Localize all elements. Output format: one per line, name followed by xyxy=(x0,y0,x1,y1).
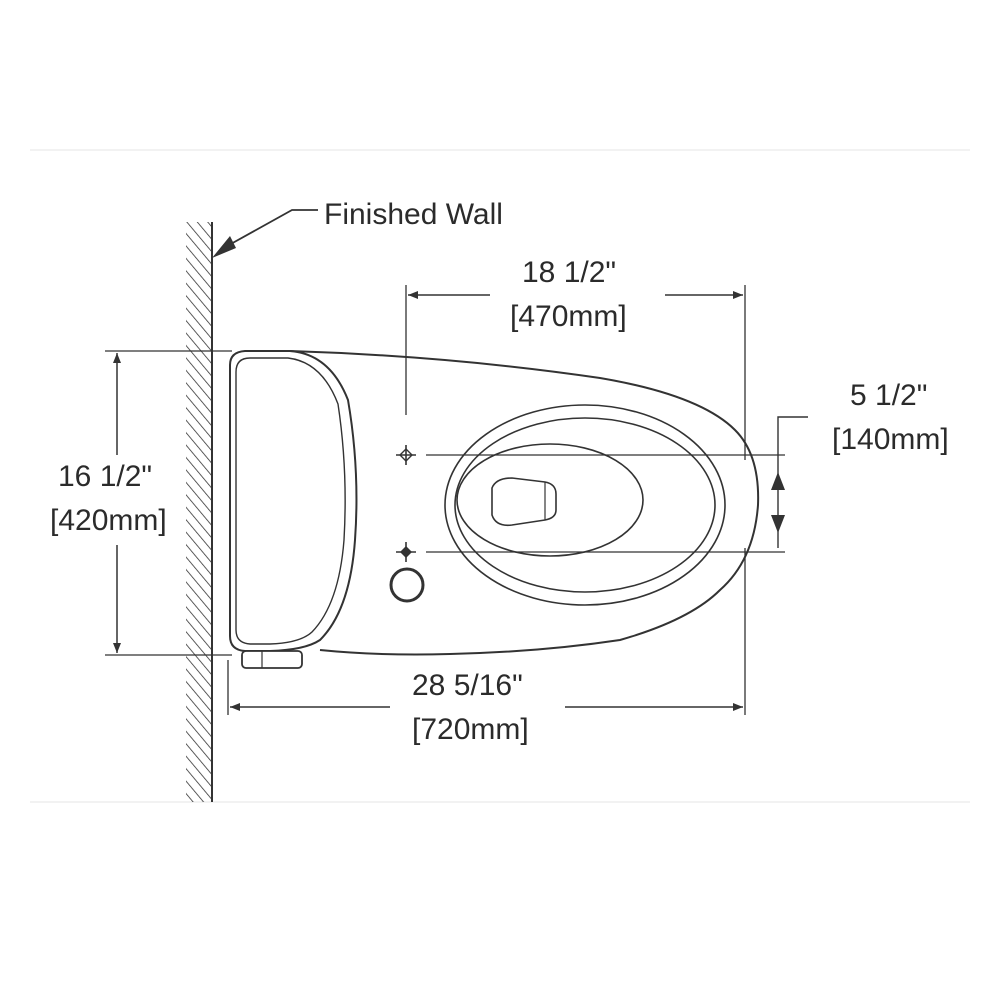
mounting-bolt-bottom xyxy=(396,542,416,562)
bowl-rim-inner xyxy=(454,417,716,593)
bolt-center-lines xyxy=(426,454,785,553)
trapway-outline xyxy=(491,477,557,527)
dim-bowl-depth xyxy=(405,285,746,460)
mounting-bolt-top xyxy=(396,445,416,465)
bowl-depth-metric: [470mm] xyxy=(510,300,627,333)
flush-button-icon xyxy=(389,567,425,603)
toilet-outline xyxy=(229,350,760,669)
dim-width xyxy=(105,350,232,656)
tank-outline xyxy=(229,350,358,652)
width-metric: [420mm] xyxy=(50,504,167,537)
finished-wall xyxy=(186,222,213,802)
mount-spacing-imperial: 5 1/2" xyxy=(850,379,927,412)
overall-depth-imperial: 28 5/16" xyxy=(412,669,523,702)
tank-inner-outline xyxy=(235,357,346,645)
mount-spacing-metric: [140mm] xyxy=(832,423,949,456)
frame-lines xyxy=(30,149,970,803)
bowl-water-area xyxy=(456,443,644,557)
dim-mount-spacing xyxy=(771,416,808,548)
width-imperial: 16 1/2" xyxy=(58,460,152,493)
finished-wall-label: Finished Wall xyxy=(324,198,503,231)
overall-depth-metric: [720mm] xyxy=(412,713,529,746)
supply-valve xyxy=(241,650,303,669)
bowl-rim-outer xyxy=(444,404,726,606)
bowl-body-outline xyxy=(289,350,760,656)
dim-overall-depth xyxy=(227,548,746,715)
bowl-depth-imperial: 18 1/2" xyxy=(522,256,616,289)
wall-leader-line xyxy=(212,209,318,258)
